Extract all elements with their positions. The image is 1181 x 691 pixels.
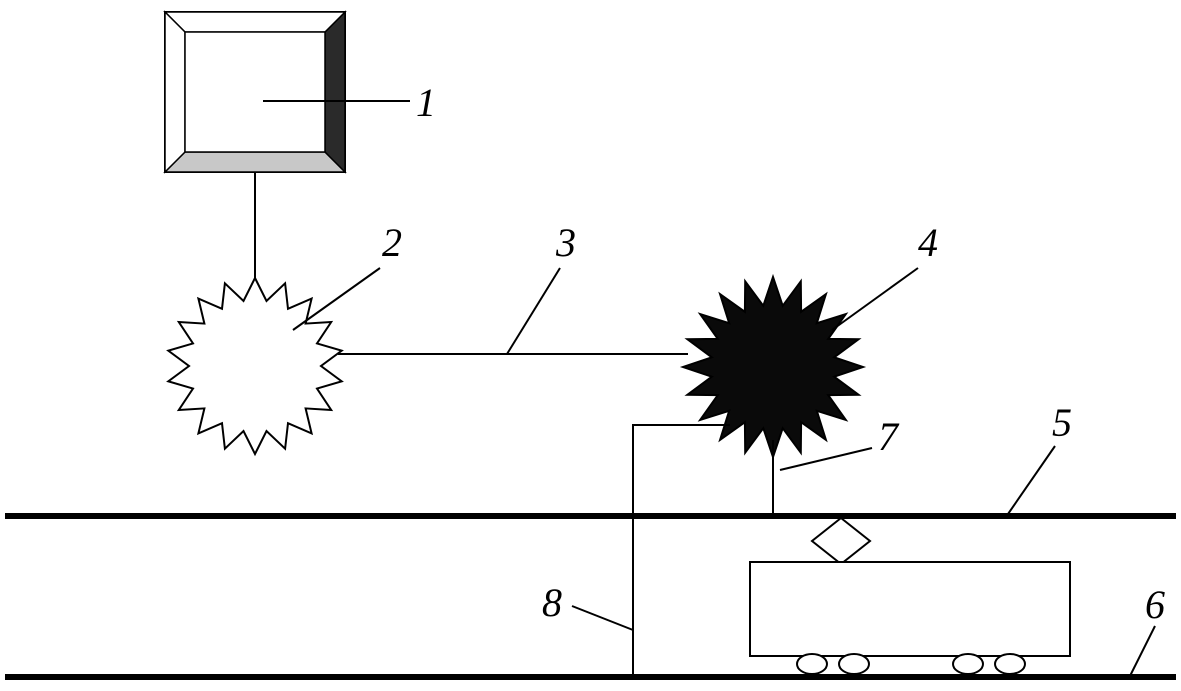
leader-2	[292, 267, 381, 331]
leader-3	[506, 267, 561, 355]
box-bevel-right	[324, 10, 346, 174]
wheel	[994, 653, 1026, 675]
box-bevel-top	[163, 11, 347, 33]
leader-7	[779, 447, 873, 471]
label-4: 4	[918, 220, 938, 265]
tram-body	[749, 561, 1071, 657]
label-3: 3	[555, 220, 576, 265]
wheel	[838, 653, 870, 675]
box-face	[184, 31, 326, 153]
component-2-starburst	[166, 275, 344, 457]
label-7: 7	[878, 414, 900, 459]
box-bevel-bottom	[163, 151, 347, 173]
pantograph	[810, 516, 872, 566]
leader-6	[1129, 625, 1156, 677]
leader-5	[1007, 445, 1056, 515]
tram-vehicle	[749, 516, 1071, 675]
leader-8	[571, 605, 634, 631]
wire-8	[632, 424, 730, 677]
leader-4	[831, 267, 919, 331]
label-5: 5	[1052, 400, 1072, 445]
wheel	[952, 653, 984, 675]
label-1: 1	[416, 80, 436, 125]
box-bevel-left	[164, 10, 186, 174]
label-8: 8	[542, 580, 562, 625]
component-4-starburst	[679, 273, 867, 461]
label-2: 2	[382, 220, 402, 265]
label-6: 6	[1145, 582, 1165, 627]
wheel	[796, 653, 828, 675]
component-1-box	[163, 10, 347, 174]
